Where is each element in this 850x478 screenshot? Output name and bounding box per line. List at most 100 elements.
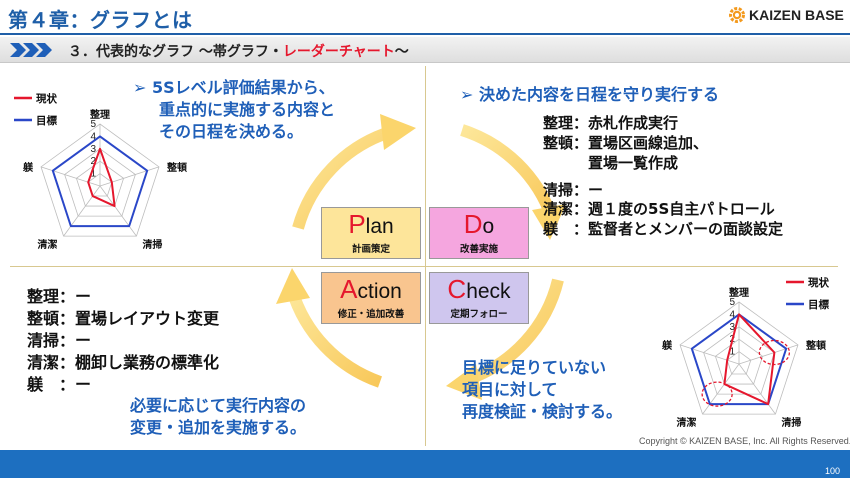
radar-category-label: 躾 (22, 161, 34, 174)
radar-tick-label: 4 (729, 309, 735, 320)
do-text-line-4: 清掃：ー (543, 181, 604, 199)
check-text-line-3: 再度検証・検討する。 (462, 402, 623, 421)
header-rule (0, 33, 850, 35)
copyright: Copyright © KAIZEN BASE, Inc. All Rights… (639, 436, 850, 446)
arrow-check-to-action (464, 278, 564, 386)
pdca-cycle-arrows (276, 114, 566, 400)
radar-category-label: 躾 (661, 339, 673, 352)
radar-legend-label: 目標 (36, 114, 57, 127)
subtitle-accent: レーダーチャート (282, 44, 395, 60)
radar-grid-ring (64, 148, 136, 217)
radar-tick-label: 5 (90, 119, 96, 130)
pdca-check-label: 定期フォロー (450, 309, 508, 320)
page-number: 100 (824, 466, 840, 476)
plan-text-line-3: その日程を決める。 (159, 122, 304, 141)
pdca-plan-label: 計画策定 (351, 244, 390, 255)
gear-icon (729, 7, 745, 23)
pdca-box-plan: Plan 計画策定 (321, 207, 421, 259)
pdca-box-action: Action 修正・追加改善 (321, 272, 421, 324)
action-list-line-1: 整理：ー (27, 287, 92, 306)
chapter-title: 第４章：グラフとは (8, 8, 193, 32)
check-text-line-1: 目標に足りていない (462, 358, 607, 377)
radar-grid-ring (703, 326, 775, 395)
pdca-box-check: Check 定期フォロー (429, 272, 529, 324)
do-text-line-5: 清潔：週１度の5S自主パトロール (543, 200, 775, 218)
subtitle-prefix: ３．代表的なグラフ ～帯グラフ・ (68, 44, 283, 60)
quadrant-divider-horizontal (10, 266, 838, 267)
subtitle-suffix: ～ (394, 44, 409, 60)
radar-legend-label: 現状 (36, 92, 57, 105)
radar-grid-ring (726, 351, 752, 375)
radar-series-target (51, 135, 149, 228)
check-text-line-2: 項目に対して (462, 380, 558, 399)
action-list-line-2: 整頓：置場レイアウト変更 (27, 309, 220, 328)
radar-tick-label: 1 (729, 347, 735, 358)
radar-category-label: 整理 (728, 286, 749, 299)
do-text-line-1: 整理：赤札作成実行 (543, 114, 679, 132)
header: 第４章：グラフとは KAIZEN BASE (0, 0, 850, 34)
do-text-bullet: ➢ 決めた内容を日程を守り実行する (460, 85, 719, 104)
pdca-action-title: Action (340, 274, 402, 304)
arrow-do-to-check (460, 124, 558, 221)
subtitle-bar: ３．代表的なグラフ ～帯グラフ・レーダーチャート～ (0, 37, 850, 63)
section-subtitle: ３．代表的なグラフ ～帯グラフ・レーダーチャート～ (68, 41, 409, 61)
logo: KAIZEN BASE (728, 6, 844, 24)
chevron-right-icon (10, 43, 52, 57)
pdca-do-title: Do (463, 209, 495, 239)
radar-spoke (99, 185, 137, 237)
radar-spoke (702, 363, 740, 415)
radar-spoke (99, 166, 160, 187)
radar-category-label: 整頓 (805, 339, 826, 352)
radar-spoke (63, 185, 101, 237)
radar-category-label: 清掃 (781, 416, 801, 429)
radar-category-label: 清潔 (38, 238, 58, 251)
radar-category-label: 整理 (89, 108, 110, 121)
radar-grid-ring (714, 338, 764, 385)
action-text-line-1: 必要に応じて実行内容の (130, 396, 307, 415)
radar-grid-ring (87, 173, 113, 197)
radar-legend-label: 目標 (808, 298, 829, 311)
radar-tick-label: 5 (729, 297, 735, 308)
radar-tick-label: 3 (90, 144, 96, 155)
pdca-box-do: Do 改善実施 (429, 207, 529, 259)
radar-series-current (87, 147, 116, 208)
pdca-plan-title: Plan (348, 209, 394, 239)
do-text-line-2: 整頓：置場区画線追加、 (543, 134, 709, 152)
do-text-line-6: 躾 ：監督者とメンバーの面談設定 (543, 220, 784, 238)
radar-tick-label: 3 (729, 322, 735, 333)
radar-series-current (723, 313, 776, 406)
radar-spoke (40, 166, 101, 187)
action-list-line-4: 清潔：棚卸し業務の標準化 (27, 353, 220, 372)
action-text-line-2: 変更・追加を実施する。 (130, 418, 307, 437)
arrow-plan-to-do (292, 126, 392, 230)
logo-text: KAIZEN BASE (749, 7, 844, 23)
arrow-action-to-plan (286, 288, 383, 388)
radar-grid-ring (40, 123, 160, 237)
radar-tick-label: 1 (90, 169, 96, 180)
radar-tick-label: 2 (90, 156, 96, 167)
footer-bar: 100 (0, 450, 850, 478)
radar-series-target (690, 313, 788, 406)
radar-spoke (738, 344, 799, 365)
plan-text-line-1: ➢ 5Sレベル評価結果から、 (133, 78, 335, 97)
radar-grid-ring (75, 160, 125, 207)
radar-legend-label: 現状 (808, 276, 829, 289)
pdca-check-title: Check (447, 274, 511, 304)
pdca-do-label: 改善実施 (459, 244, 498, 255)
radar-category-label: 清掃 (142, 238, 162, 251)
action-list-line-5: 躾 ：ー (27, 375, 92, 394)
radar-category-label: 清潔 (677, 416, 697, 429)
plan-text-line-2: 重点的に実施する内容と (159, 100, 336, 119)
radar-highlight-ellipse (758, 339, 791, 366)
radar-spoke (738, 363, 776, 415)
pdca-action-label: 修正・追加改善 (337, 309, 405, 320)
radar-spoke (679, 344, 740, 365)
action-list-line-3: 清掃：ー (27, 331, 92, 350)
radar-grid-ring (679, 301, 799, 415)
radar-category-label: 整頓 (166, 161, 187, 174)
do-text-line-3: 置場一覧作成 (543, 154, 679, 172)
quadrant-divider-vertical (425, 66, 426, 446)
radar-tick-label: 4 (90, 131, 96, 142)
